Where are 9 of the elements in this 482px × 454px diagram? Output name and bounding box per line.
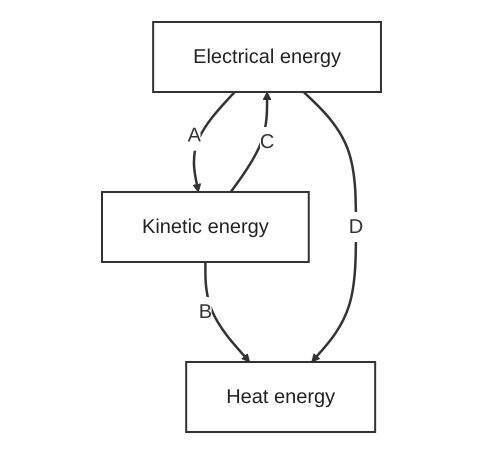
- edge-label: B: [198, 301, 212, 323]
- arrow: [204, 262, 250, 362]
- node-box: Kinetic energy: [100, 191, 310, 263]
- edge-label: A: [187, 124, 200, 147]
- arrow: [302, 91, 357, 362]
- node-box: Heat energy: [184, 361, 376, 433]
- edge-label: C: [259, 131, 274, 153]
- edge-label: D: [348, 216, 363, 238]
- node-box: Electrical energy: [152, 21, 382, 93]
